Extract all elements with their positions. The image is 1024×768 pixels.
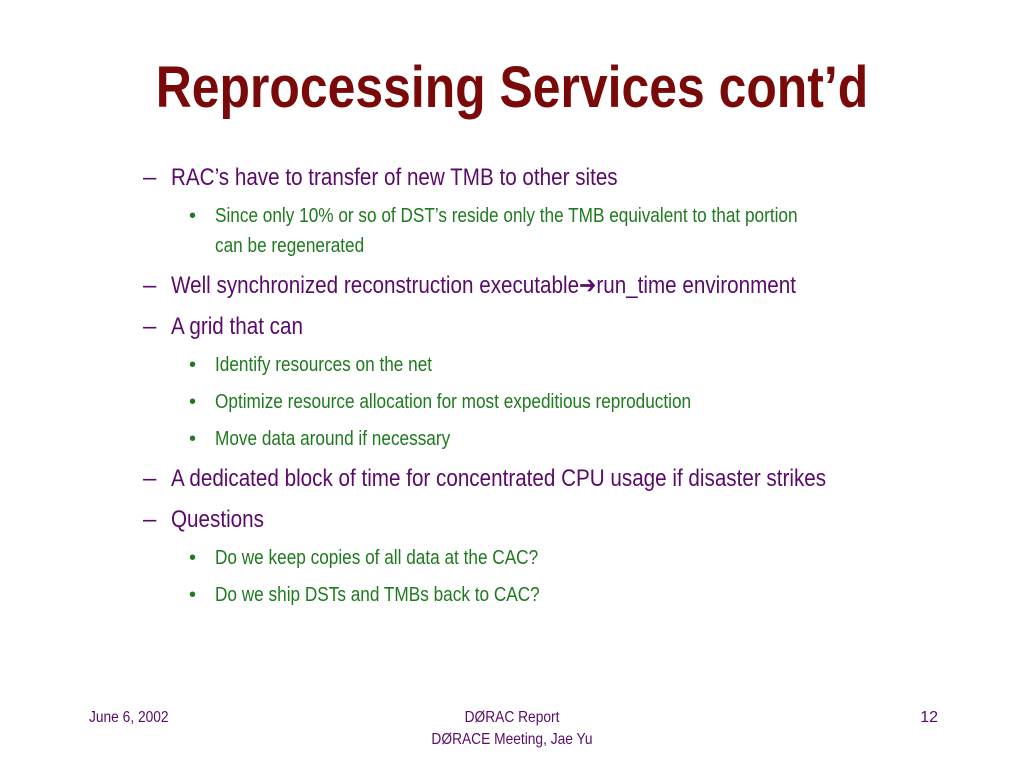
list-item: • Move data around if necessary [189,424,489,454]
bullet-marker: • [189,354,197,376]
dash-marker: – [143,313,157,340]
list-item: – Well synchronized reconstruction execu… [143,272,898,300]
bullet-marker: • [189,584,197,606]
footer-date: June 6, 2002 [89,707,182,729]
footer-center: DØRAC Report DØRACE Meeting, Jae Yu [312,707,712,751]
list-item-text: Since only 10% or so of DST’s reside onl… [215,205,798,227]
list-item: • Do we ship DSTs and TMBs back to CAC? [189,580,593,610]
right-arrow-icon: ➔ [579,272,597,299]
list-item-text: Do we ship DSTs and TMBs back to CAC? [215,584,540,606]
footer-date-text: June 6, 2002 [89,709,169,726]
list-item: – Questions [143,506,279,534]
list-item-text: A dedicated block of time for concentrat… [171,465,827,492]
list-item-text: Questions [171,506,264,533]
list-item-text: run_time environment [596,272,796,299]
list-item: – A grid that can [143,313,324,341]
list-item: – A dedicated block of time for concentr… [143,465,933,493]
dash-marker: – [143,164,157,191]
list-item-text: A grid that can [171,313,303,340]
list-item: – RAC’s have to transfer of new TMB to o… [143,164,690,192]
list-item-text: Move data around if necessary [215,428,451,450]
list-item: • Optimize resource allocation for most … [189,387,769,417]
bullet-marker: • [189,391,197,413]
footer-report-title: DØRAC Report [464,709,560,726]
list-item: • Do we keep copies of all data at the C… [189,543,591,573]
list-item: • Since only 10% or so of DST’s reside o… [189,201,892,231]
list-item: • Identify resources on the net [189,350,467,380]
list-item-text: RAC’s have to transfer of new TMB to oth… [171,164,618,191]
bullet-marker: • [189,547,197,569]
page-number: 12 [920,709,938,726]
dash-marker: – [143,272,157,299]
list-item-text: Optimize resource allocation for most ex… [215,391,692,413]
bullet-marker: • [189,428,197,450]
list-item-text: Identify resources on the net [215,354,433,376]
list-item-text-group: Well synchronized reconstruction executa… [171,272,796,300]
slide-title: Reprocessing Services cont’d [155,55,869,120]
footer-meeting-info: DØRACE Meeting, Jae Yu [431,731,593,748]
bullet-marker: • [189,205,197,227]
list-item-text: Do we keep copies of all data at the CAC… [215,547,539,569]
list-item-text: Well synchronized reconstruction executa… [171,272,580,299]
list-item-text: can be regenerated [215,235,365,257]
list-item-continuation: can be regenerated [215,231,388,261]
dash-marker: – [143,506,157,533]
dash-marker: – [143,465,157,492]
